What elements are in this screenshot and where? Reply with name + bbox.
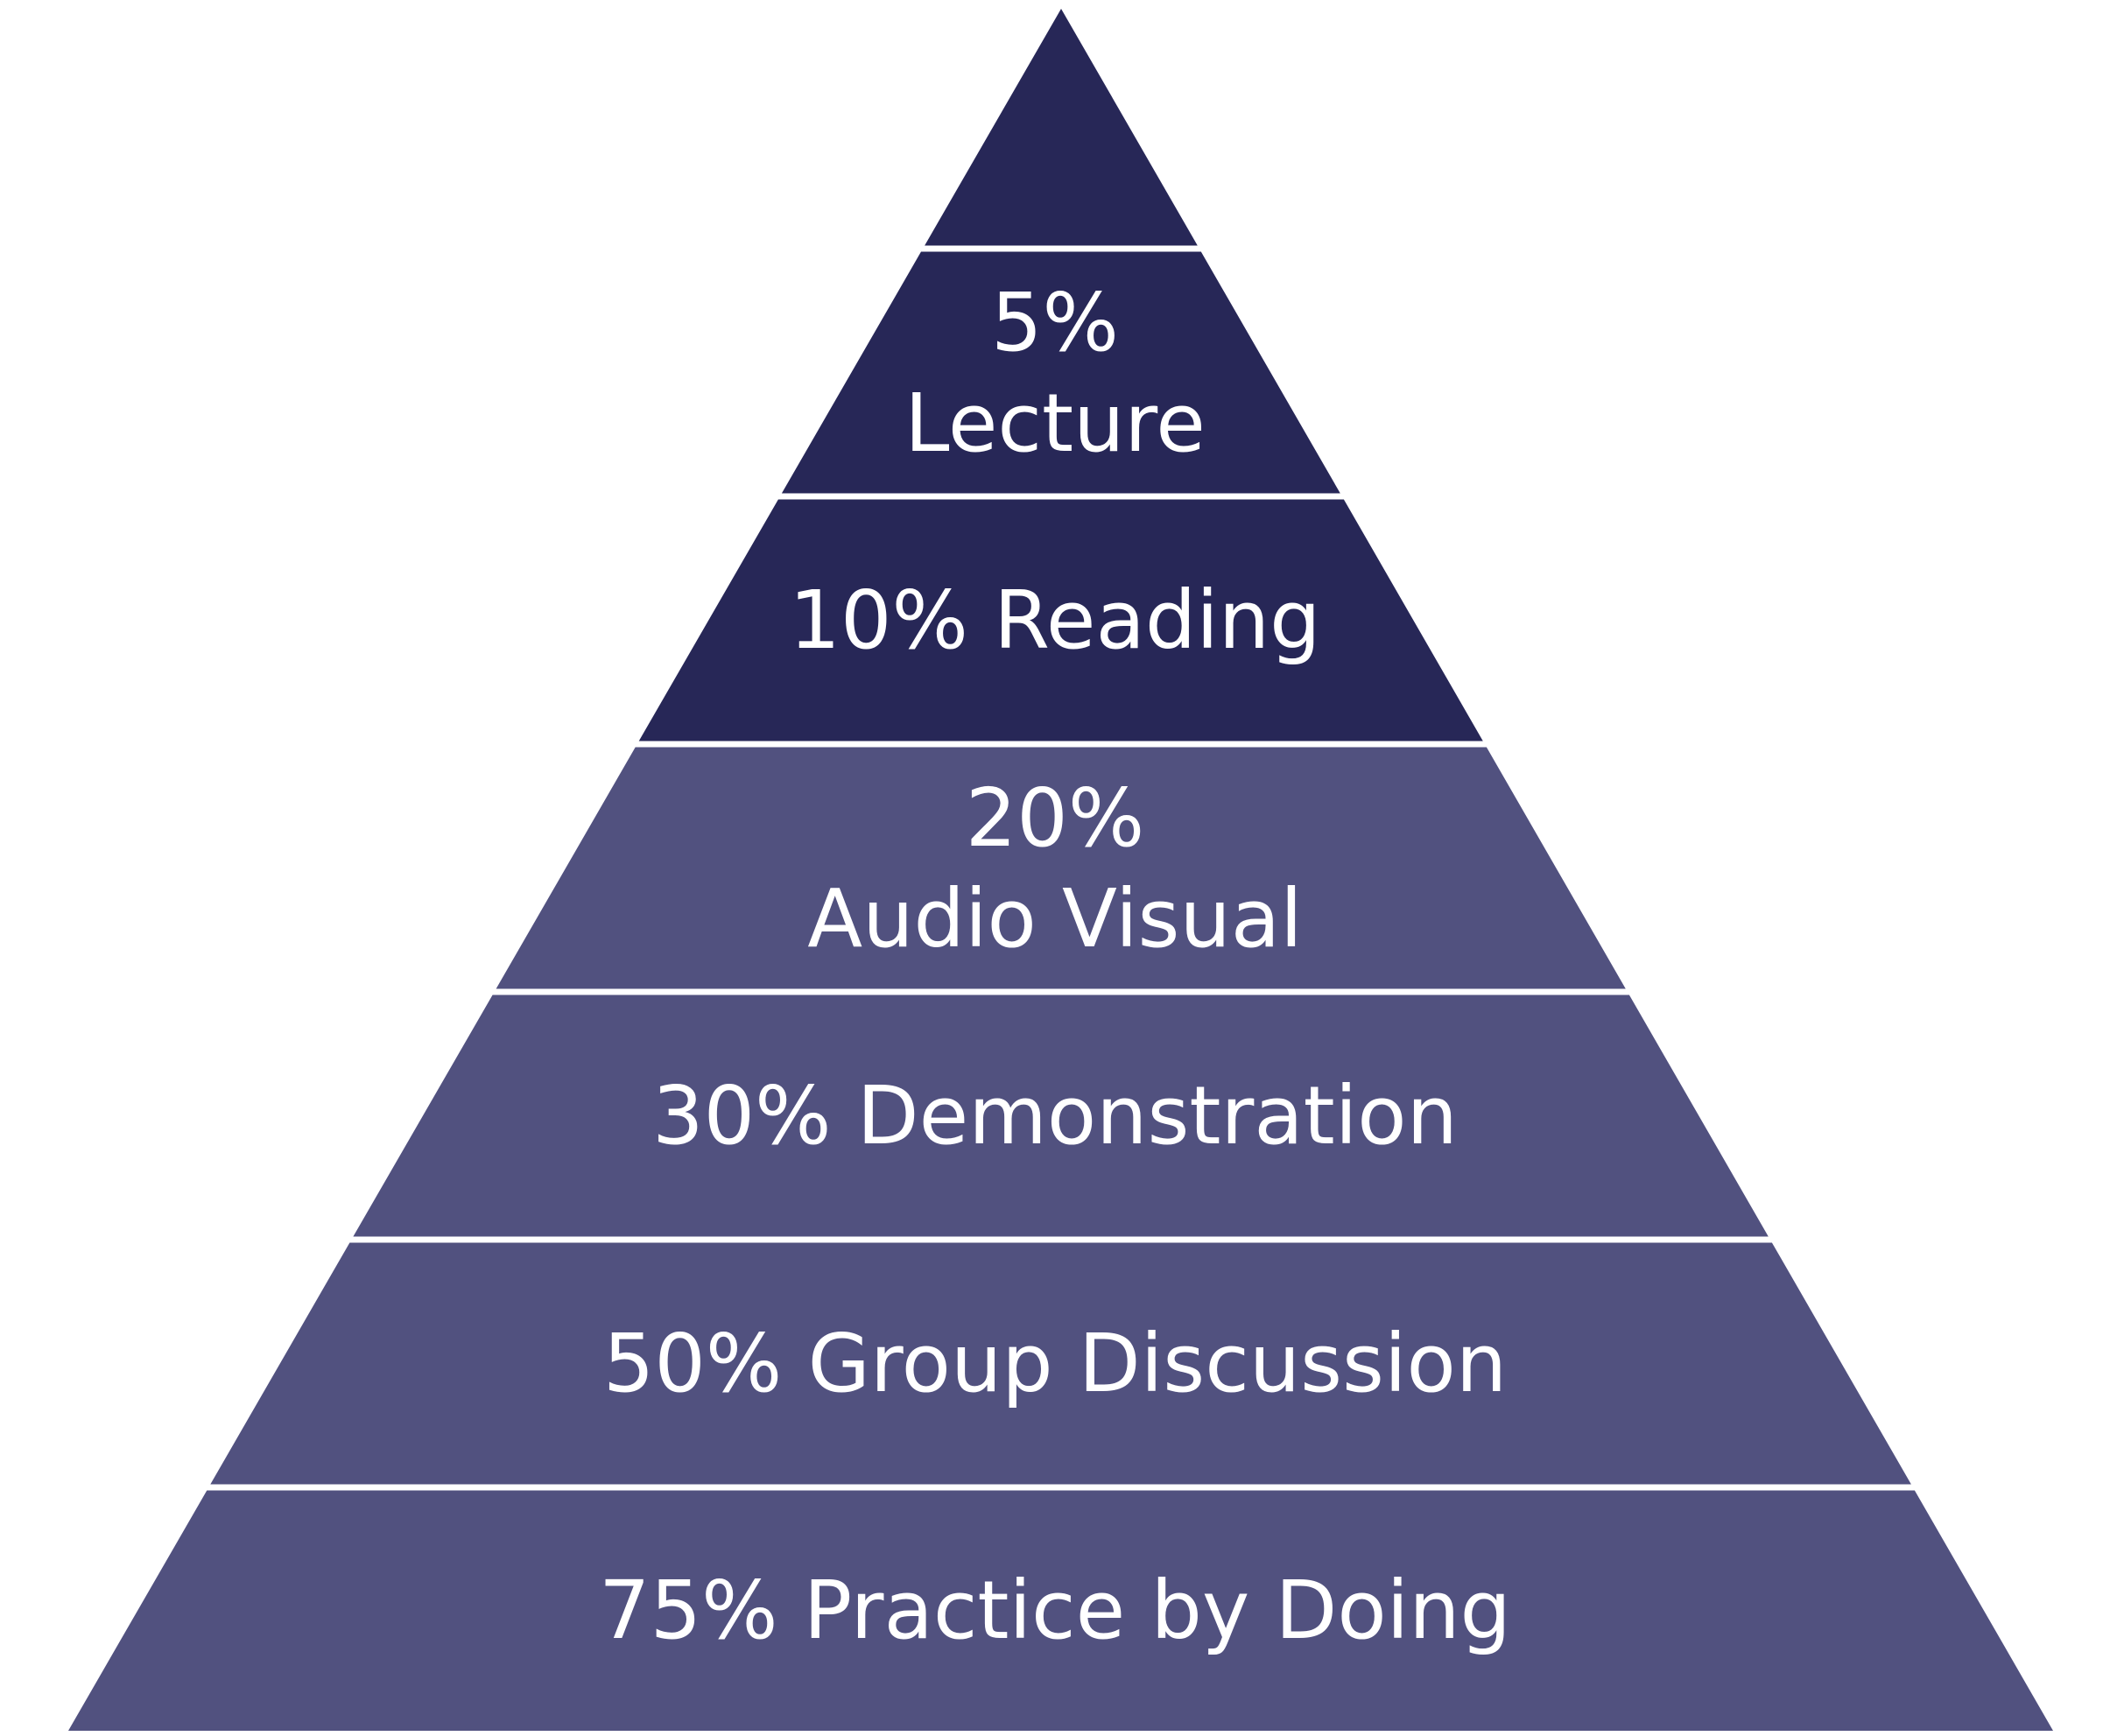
pyramid-tier-6 bbox=[68, 1490, 2053, 1731]
pyramid-tier-2 bbox=[638, 499, 1483, 741]
pyramid-tier-0 bbox=[925, 9, 1198, 246]
pyramid-tier-1 bbox=[781, 251, 1340, 494]
pyramid-tier-3 bbox=[496, 747, 1626, 989]
pyramid-tier-5 bbox=[210, 1242, 1911, 1485]
pyramid-tier-4 bbox=[353, 995, 1769, 1237]
